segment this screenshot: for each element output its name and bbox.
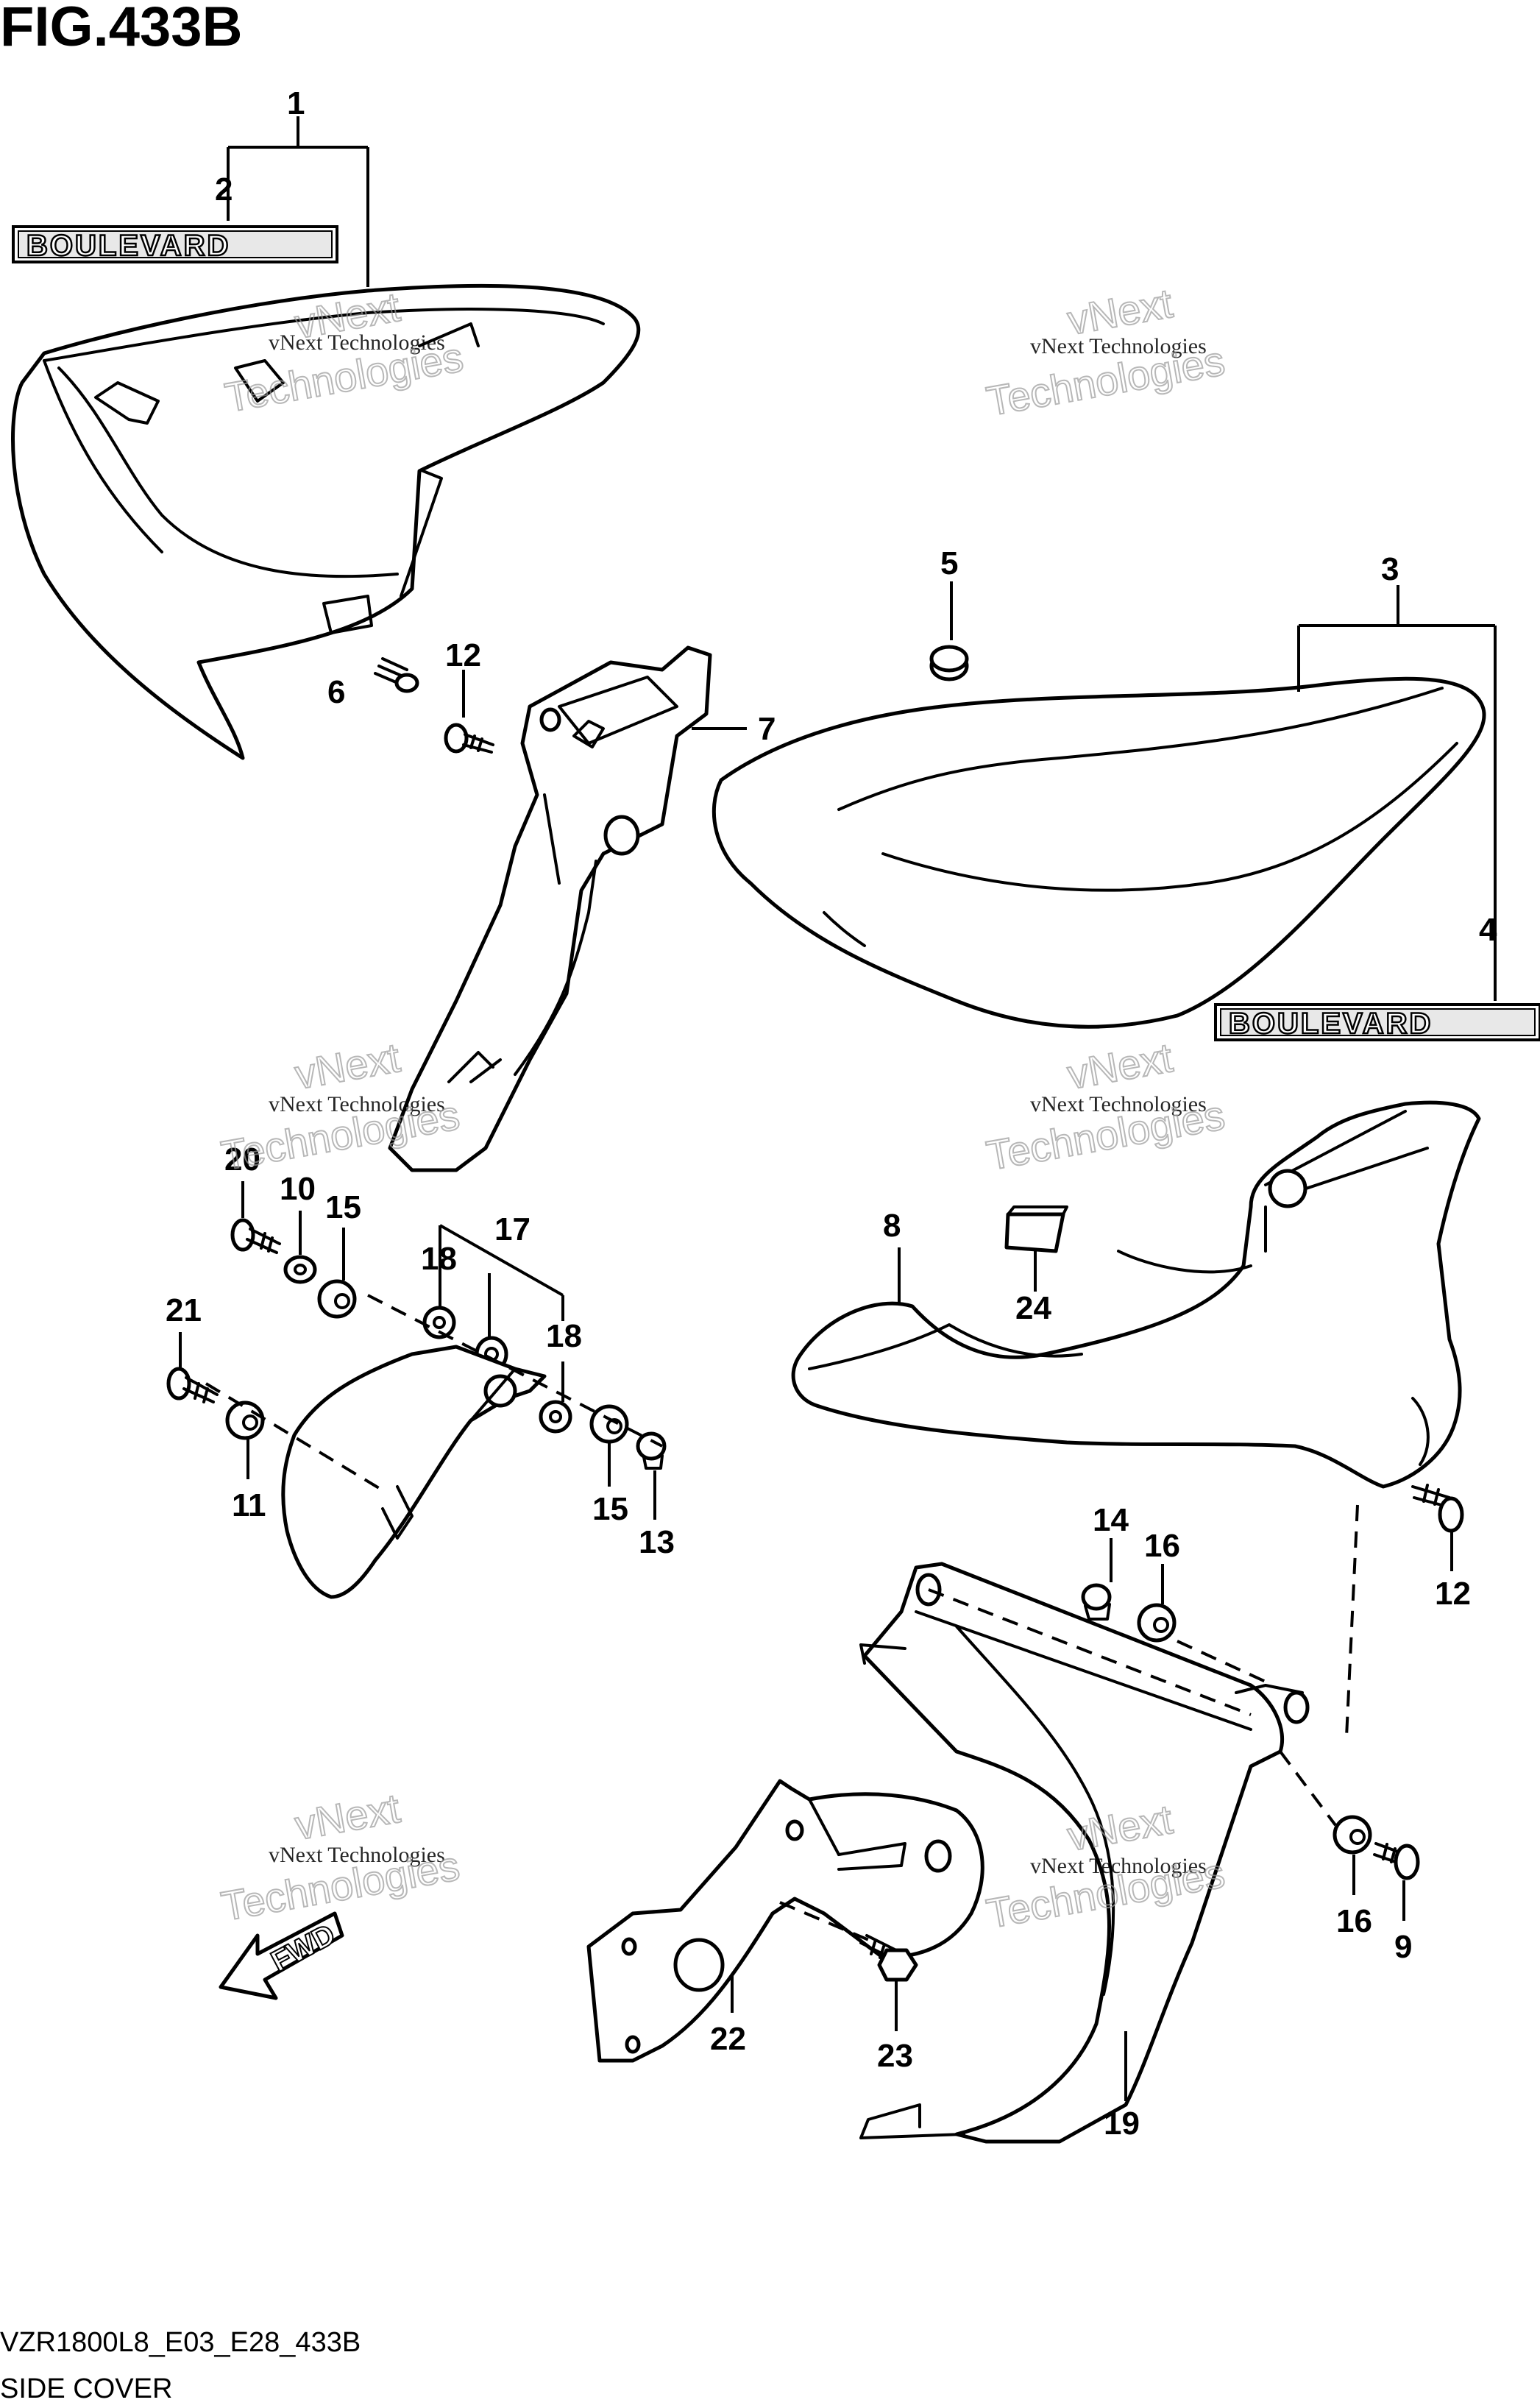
callout-6: 6 [327, 674, 345, 710]
left-side-cover-part [11, 283, 641, 760]
callout-10: 10 [280, 1171, 316, 1207]
callout-14: 14 [1093, 1502, 1129, 1538]
callout-2: 2 [215, 171, 233, 208]
callout-16-upper: 16 [1144, 1528, 1180, 1564]
svg-text:vNext Technologies: vNext Technologies [269, 1843, 445, 1867]
washer-part-10 [283, 1255, 317, 1284]
svg-text:vNext Technologies: vNext Technologies [1030, 334, 1207, 358]
bolt-part-9 [1373, 1842, 1420, 1880]
fwd-label: FWD [266, 1918, 341, 1978]
nut-part-14 [1081, 1583, 1112, 1621]
bolt-part-12-lower [1411, 1484, 1464, 1533]
bolt-part-20 [230, 1218, 281, 1254]
grommet-part-16-upper [1137, 1603, 1177, 1643]
lower-bracket-part-19 [859, 1562, 1310, 2144]
callout-19: 19 [1104, 2106, 1140, 2142]
callout-13: 13 [639, 1524, 675, 1560]
callout-12-lower: 12 [1435, 1576, 1471, 1612]
callout-4: 4 [1479, 912, 1497, 948]
callout-12-upper: 12 [445, 637, 481, 673]
callout-23: 23 [877, 2038, 913, 2074]
grommet-part-15-upper [317, 1279, 357, 1319]
grommet-part-16-lower [1333, 1815, 1372, 1855]
callout-1: 1 [287, 85, 305, 121]
svg-text:vNext: vNext [1064, 1034, 1176, 1098]
callout-15-lower: 15 [592, 1491, 628, 1527]
upper-bracket-part-7 [388, 645, 712, 1172]
mounting-plate-part-22 [586, 1779, 984, 2063]
svg-text:vNext Technologies: vNext Technologies [1030, 1092, 1207, 1116]
callout-11: 11 [232, 1487, 266, 1523]
bolt-part-23 [859, 1934, 918, 1982]
svg-text:vNext: vNext [291, 1785, 403, 1849]
callout-9: 9 [1394, 1929, 1412, 1965]
grommet-part-15-lower [589, 1404, 629, 1444]
washer-part-18-upper [422, 1306, 456, 1339]
svg-text:vNext Technologies: vNext Technologies [1030, 1854, 1207, 1878]
grommet-part-5 [929, 645, 969, 681]
callout-18-lower: 18 [546, 1318, 582, 1354]
emblem-text-left: BOULEVARD [26, 230, 230, 262]
callout-16-lower: 16 [1336, 1903, 1372, 1939]
lower-cover-part-8 [791, 1100, 1481, 1489]
grommet-part-11 [225, 1400, 265, 1440]
callout-8: 8 [883, 1208, 901, 1244]
watermark-bottom-left: vNext Technologies vNext Technologies [217, 1784, 464, 1930]
right-side-cover-part-3 [712, 676, 1486, 1029]
boulevard-emblem-part-2: BOULEVARD [12, 225, 338, 263]
callout-5: 5 [940, 545, 958, 581]
callout-7: 7 [758, 711, 776, 747]
callout-15-upper: 15 [325, 1189, 361, 1225]
pad-part-24 [1004, 1205, 1068, 1253]
svg-text:vNext: vNext [291, 1034, 403, 1098]
watermark-mid-right: vNext Technologies vNext Technologies [982, 1033, 1229, 1180]
callout-20: 20 [224, 1141, 260, 1178]
emblem-text-right: BOULEVARD [1229, 1008, 1433, 1040]
svg-text:vNext Technologies: vNext Technologies [269, 330, 445, 355]
callout-3: 3 [1381, 551, 1399, 587]
section-name: SIDE COVER [0, 2373, 172, 2404]
watermark-top-right: vNext Technologies vNext Technologies [982, 279, 1229, 425]
callout-22: 22 [710, 2021, 746, 2057]
callout-17: 17 [494, 1211, 531, 1247]
washer-part-18-lower [539, 1400, 572, 1434]
screw-part-6 [374, 657, 419, 693]
lower-left-bracket [281, 1345, 547, 1599]
callout-21: 21 [166, 1292, 202, 1328]
boulevard-emblem-part-4: BOULEVARD [1214, 1003, 1540, 1041]
figure-title: FIG.433B [0, 0, 242, 58]
model-code: VZR1800L8_E03_E28_433B [0, 2327, 361, 2358]
callout-24: 24 [1015, 1290, 1051, 1326]
svg-text:vNext Technologies: vNext Technologies [269, 1092, 445, 1116]
bolt-part-21 [166, 1367, 219, 1403]
bolt-part-12-upper [444, 723, 494, 754]
nut-part-13 [636, 1431, 667, 1470]
